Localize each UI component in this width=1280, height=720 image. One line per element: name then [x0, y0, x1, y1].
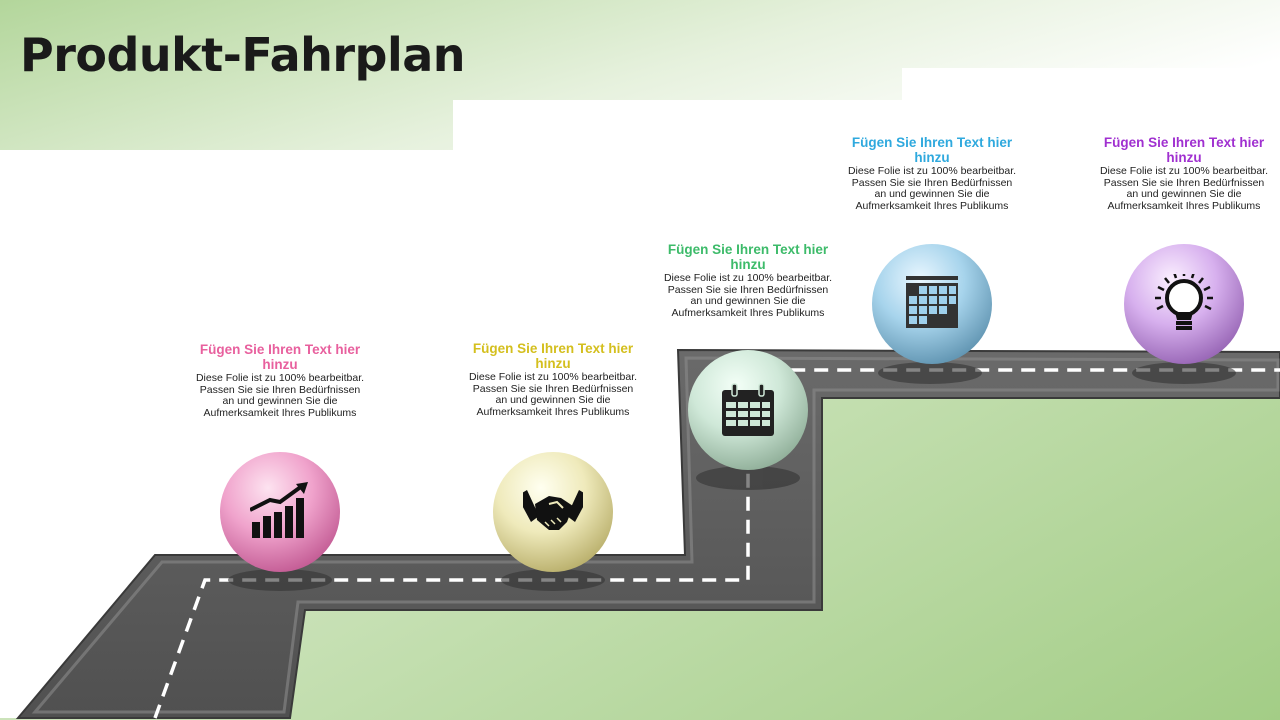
- orb-shadows: [228, 362, 1236, 591]
- growth-chart-icon: [250, 482, 308, 538]
- step-body: Diese Folie ist zu 100% bearbeitbar. Pas…: [468, 371, 638, 418]
- step-body: Diese Folie ist zu 100% bearbeitbar. Pas…: [1099, 165, 1269, 212]
- step-3-text: Fügen Sie Ihren Text hier hinzu Diese Fo…: [663, 242, 833, 319]
- step-body: Diese Folie ist zu 100% bearbeitbar. Pas…: [847, 165, 1017, 212]
- step-5-orb: [1124, 244, 1244, 364]
- step-2-text: Fügen Sie Ihren Text hier hinzu Diese Fo…: [468, 341, 638, 418]
- step-body: Diese Folie ist zu 100% bearbeitbar. Pas…: [663, 272, 833, 319]
- lightbulb-icon: [1155, 274, 1213, 330]
- step-heading: Fügen Sie Ihren Text hier hinzu: [199, 342, 361, 372]
- calendar-icon: [722, 383, 774, 436]
- step-heading: Fügen Sie Ihren Text hier hinzu: [1103, 135, 1265, 165]
- step-heading: Fügen Sie Ihren Text hier hinzu: [851, 135, 1013, 165]
- handshake-icon: [523, 490, 583, 530]
- calendar-grid-icon: [906, 276, 958, 328]
- road-center-line: [153, 368, 1280, 719]
- step-1-orb: [220, 452, 340, 572]
- step-2-orb: [493, 452, 613, 572]
- page-title: Produkt-Fahrplan: [20, 28, 466, 82]
- step-body: Diese Folie ist zu 100% bearbeitbar. Pas…: [195, 372, 365, 419]
- step-4-text: Fügen Sie Ihren Text hier hinzu Diese Fo…: [847, 135, 1017, 212]
- step-heading: Fügen Sie Ihren Text hier hinzu: [472, 341, 634, 371]
- step-heading: Fügen Sie Ihren Text hier hinzu: [667, 242, 829, 272]
- step-1-text: Fügen Sie Ihren Text hier hinzu Diese Fo…: [195, 342, 365, 419]
- step-3-orb: [688, 350, 808, 470]
- road: [15, 348, 1280, 719]
- step-5-text: Fügen Sie Ihren Text hier hinzu Diese Fo…: [1099, 135, 1269, 212]
- step-4-orb: [872, 244, 992, 364]
